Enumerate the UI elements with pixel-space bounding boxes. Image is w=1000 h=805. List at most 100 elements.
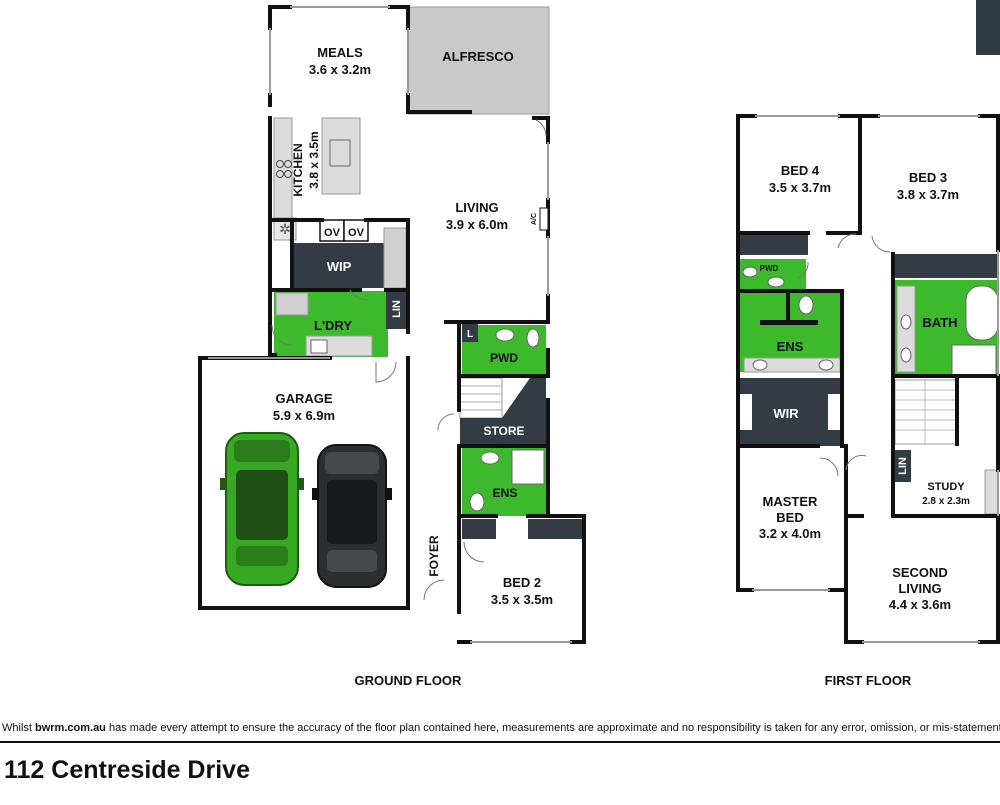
bath-label: BATH [922,315,957,330]
store-room [460,378,546,446]
ac-label: A/C [531,213,538,225]
disclaimer-brand-link[interactable]: bwrm.com.au [35,722,106,734]
basin-icon [495,328,515,342]
bed3-size: 3.8 x 3.7m [897,187,959,202]
second-living-size: 4.4 x 3.6m [889,597,951,612]
bed3-label: BED 3 [909,170,947,185]
wip-room [294,243,384,288]
labels: MEALS 3.6 x 3.2m ALFRESCO KITCHEN 3.8 x … [273,45,970,688]
bed2-robe-left [462,519,496,539]
basin-icon [818,359,834,371]
bed2-label: BED 2 [503,575,541,590]
disclaimer-post: has made every attempt to ensure the acc… [108,722,1000,734]
master-size: 3.2 x 4.0m [759,526,821,541]
ground-floor: ✲ [198,5,586,644]
stairs-first [894,379,958,445]
basin-icon [480,451,500,465]
garage-size: 5.9 x 6.9m [273,408,335,423]
cooktop-icon [276,160,284,168]
first-floor [736,114,1000,644]
basin-icon [900,347,912,363]
cooktop-icon [284,170,292,178]
foyer-label: FOYER [427,535,441,577]
second-living-label-1: SECOND [892,565,948,580]
floor-plan: ✲ [198,5,1000,688]
oven-label-1: OV [324,227,341,239]
wip-label: WIP [327,259,352,274]
toilet-icon [798,295,814,315]
toilet-icon [469,492,485,512]
bed2-robe-right [528,519,582,539]
disclaimer-pre: Whilst [2,722,35,734]
oven-label-2: OV [348,227,365,239]
living-label: LIVING [455,200,498,215]
pwd-label-first: PWD [760,264,779,273]
kitchen-label: KITCHEN [291,143,305,196]
dark-car [312,444,392,588]
toilet-icon [767,276,785,288]
laundry-bench [275,292,309,316]
garage-label: GARAGE [275,391,332,406]
ground-floor-title: GROUND FLOOR [355,673,462,688]
shower-base [511,449,545,485]
pwd-l-box [462,324,478,342]
bed3-robe [893,254,998,278]
laundry-sink [310,339,328,354]
kitchen-bench [273,117,293,219]
disclaimer: Whilst bwrm.com.au has made every attemp… [2,722,1000,734]
toilet-icon [526,328,540,348]
wir-label: WIR [773,406,799,421]
first-doors [797,233,891,477]
ens-label-ground: ENS [493,486,518,500]
fan-icon: ✲ [279,222,291,238]
ens-label-first: ENS [777,339,804,354]
corner-tab [976,0,1000,55]
property-address: 112 Centreside Drive [4,756,250,784]
living-size: 3.9 x 6.0m [446,217,508,232]
meals-label: MEALS [317,45,363,60]
meals-size: 3.6 x 3.2m [309,62,371,77]
lin-first-box [893,450,911,482]
wir-room [738,378,842,446]
first-floor-title: FIRST FLOOR [825,673,912,688]
kitchen-sink [329,139,351,167]
footer-divider [0,741,1000,743]
pwd-l-label: L [467,329,473,340]
oven-box [343,219,369,242]
kitchen-island [321,117,361,195]
ground-windows [208,6,572,643]
basin-icon [752,359,768,371]
wip-shelf [383,227,407,289]
basin-icon [900,314,912,330]
bed4-robe [738,233,808,255]
first-walls [736,114,1000,644]
cooktop-icon [284,160,292,168]
lin-laundry-box [386,289,406,329]
laundry-label: L'DRY [314,318,352,333]
stairs-ground [459,377,503,419]
alfresco-label: ALFRESCO [442,49,514,64]
ground-walls [198,5,586,644]
basin-icon [742,266,758,278]
study-bench [984,469,999,515]
master-label-1: MASTER [763,494,819,509]
first-windows [752,115,999,643]
bath-tub [965,285,999,341]
store-label: STORE [483,424,524,438]
kitchen-size: 3.8 x 3.5m [307,131,321,188]
bed4-size: 3.5 x 3.7m [769,180,831,195]
lin-garage-label: LIN [346,367,364,379]
ground-doors [271,119,547,601]
second-living-label-2: LIVING [898,581,941,596]
bed2-size: 3.5 x 3.5m [491,592,553,607]
ac-unit [539,207,549,231]
bath-shower [951,344,997,376]
alfresco-area [407,6,550,115]
master-label-2: BED [776,510,803,525]
study-size: 2.8 x 2.3m [922,496,970,507]
lin-first-label: LIN [897,457,909,475]
cooktop-icon [276,170,284,178]
green-car [220,432,304,586]
pwd-label-ground: PWD [490,351,518,365]
lin-laundry-label: LIN [391,300,403,318]
